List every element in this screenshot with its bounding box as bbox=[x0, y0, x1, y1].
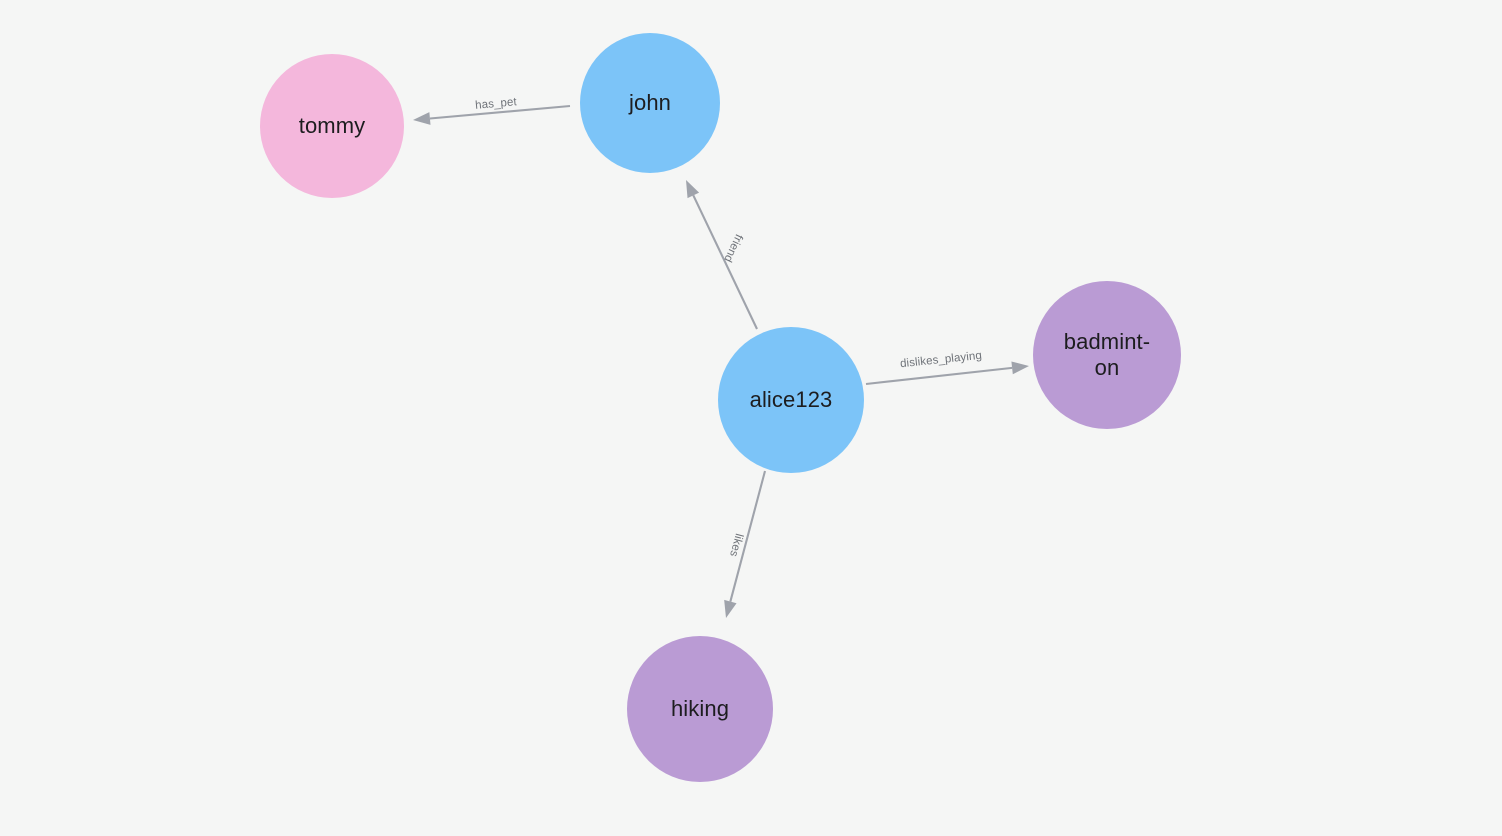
edge-label: likes bbox=[727, 532, 745, 558]
edge-line bbox=[865, 366, 1013, 386]
graph-node-label: badmint- on bbox=[1063, 329, 1151, 380]
graph-node-label: hiking bbox=[670, 696, 730, 722]
graph-node-label: john bbox=[629, 90, 671, 116]
graph-edge[interactable]: friend bbox=[686, 180, 758, 330]
graph-edge[interactable]: dislikes_playing bbox=[865, 350, 1029, 386]
edge-line bbox=[692, 194, 758, 330]
graph-node-alice123[interactable]: alice123 bbox=[718, 327, 864, 473]
edge-label: dislikes_playing bbox=[900, 350, 983, 371]
graph-node-badminton[interactable]: badmint- on bbox=[1033, 281, 1181, 429]
graph-node-label: alice123 bbox=[749, 387, 833, 413]
edge-arrowhead-icon bbox=[724, 599, 737, 618]
graph-node-label: tommy bbox=[298, 113, 366, 139]
graph-node-hiking[interactable]: hiking bbox=[627, 636, 773, 782]
graph-node-tommy[interactable]: tommy bbox=[260, 54, 404, 198]
edge-line bbox=[729, 470, 767, 602]
graph-node-john[interactable]: john bbox=[580, 33, 720, 173]
edge-label: has_pet bbox=[475, 96, 518, 112]
graph-edge[interactable]: has_pet bbox=[413, 96, 571, 125]
edge-arrowhead-icon bbox=[1011, 361, 1029, 375]
edge-line bbox=[429, 104, 571, 120]
edge-label: friend bbox=[721, 232, 744, 264]
graph-edge[interactable]: likes bbox=[724, 470, 767, 618]
edge-arrowhead-icon bbox=[686, 180, 700, 199]
edge-arrowhead-icon bbox=[413, 112, 431, 125]
